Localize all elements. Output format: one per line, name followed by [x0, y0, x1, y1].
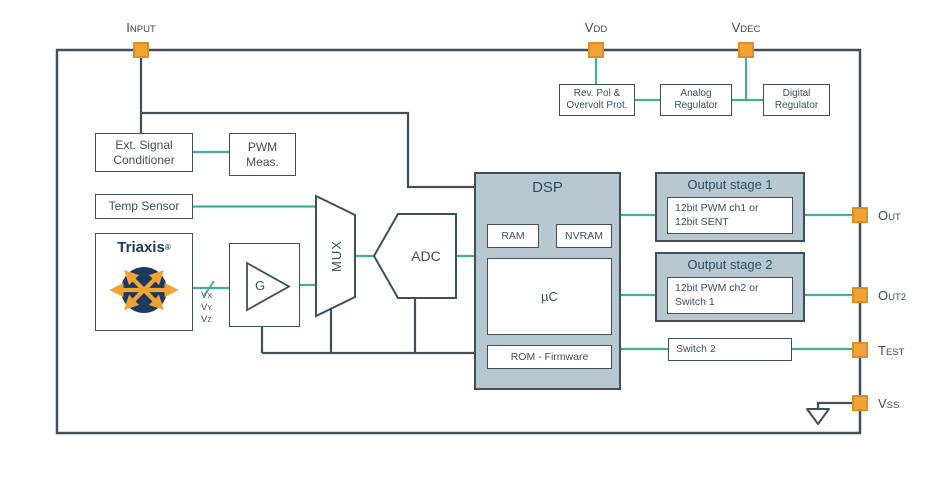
bus-width-slash — [203, 280, 215, 297]
block-rom-firmware: ROM - Firmware — [487, 345, 612, 369]
block-ext-signal-conditioner: Ext. Signal Conditioner — [95, 133, 193, 172]
signal-label-vz: VZ — [201, 314, 212, 325]
rev-pol-line1: Rev. Pol & — [573, 88, 621, 100]
block-temp-sensor: Temp Sensor — [95, 194, 193, 219]
block-uc: µC — [487, 258, 612, 335]
output-stage2-mode: 12bit PWM ch2 or Switch 1 — [667, 277, 793, 314]
ext-sc-line1: Ext. Signal — [115, 138, 173, 153]
output-stage2-title: Output stage 2 — [687, 257, 773, 272]
pwm-meas-line2: Meas. — [246, 154, 279, 169]
digital-reg-line2: Regulator — [774, 100, 819, 111]
rev-pol-line2: Overvolt Prot. — [566, 100, 628, 111]
pin-pad-vdd — [588, 42, 604, 58]
output-stage1-mode-line2: 12bit SENT — [675, 215, 729, 228]
signal-label-vx: VX — [201, 290, 213, 301]
ground-symbol — [806, 408, 830, 425]
adc-shape — [372, 213, 457, 299]
pin-label-test: TEST — [878, 343, 905, 358]
block-switch2: Switch 2 — [668, 338, 792, 361]
block-rev-pol: Rev. Pol & Overvolt Prot. — [559, 84, 635, 116]
dsp-title: DSP — [532, 179, 563, 196]
pwm-meas-line1: PWM — [247, 140, 278, 155]
analog-reg-line2: Regulator — [674, 100, 718, 111]
nvram-label: NVRAM — [565, 229, 603, 242]
analog-reg-line1: Analog — [680, 88, 712, 100]
ram-label: RAM — [501, 229, 525, 242]
pin-label-input: INPUT — [126, 20, 156, 35]
rom-label: ROM - Firmware — [510, 350, 589, 363]
triaxis-wordmark: Triaxis® — [117, 238, 171, 256]
pin-label-vdd: VDD — [584, 20, 608, 35]
temp-sensor-label: Temp Sensor — [108, 199, 180, 214]
mux-label: MUX — [328, 240, 344, 272]
block-gain — [229, 243, 300, 327]
block-ram: RAM — [487, 224, 539, 248]
output-stage1-mode: 12bit PWM ch1 or 12bit SENT — [667, 197, 793, 234]
block-pwm-meas: PWM Meas. — [229, 133, 296, 176]
gain-triangle — [245, 260, 291, 312]
signal-label-vy: VY — [201, 302, 213, 313]
pin-pad-vdec — [738, 42, 754, 58]
wire-vss-to-ground — [816, 401, 852, 409]
block-analog-regulator: Analog Regulator — [660, 84, 732, 116]
pin-pad-test — [852, 342, 868, 358]
pin-label-out2: OUT2 — [878, 288, 907, 303]
wire-input-to-dsp — [141, 111, 474, 189]
pin-label-vss: VSS — [878, 396, 900, 411]
pin-pad-vss — [852, 395, 868, 411]
digital-reg-line1: Digital — [782, 88, 811, 100]
pin-pad-out — [852, 207, 868, 223]
pin-label-vdec: VDEC — [731, 20, 761, 35]
output-stage1-mode-line1: 12bit PWM ch1 or — [675, 201, 759, 214]
pin-pad-input — [133, 42, 149, 58]
pin-label-out: OUT — [878, 208, 901, 223]
uc-label: µC — [541, 288, 558, 304]
output-stage1-title: Output stage 1 — [687, 177, 773, 192]
block-digital-regulator: Digital Regulator — [763, 84, 830, 116]
ext-sc-line2: Conditioner — [113, 152, 175, 167]
mux-shape — [315, 194, 356, 318]
gain-label: G — [254, 277, 266, 293]
chip-outline — [55, 48, 862, 435]
registered-mark: ® — [164, 242, 171, 252]
switch2-label: Switch 2 — [676, 342, 716, 355]
pin-pad-out2 — [852, 287, 868, 303]
output-stage2-mode-line1: 12bit PWM ch2 or — [675, 281, 759, 294]
block-nvram: NVRAM — [556, 224, 612, 248]
adc-label: ADC — [411, 248, 441, 264]
output-stage2-mode-line2: Switch 1 — [675, 295, 715, 308]
triaxis-logo — [109, 267, 179, 313]
